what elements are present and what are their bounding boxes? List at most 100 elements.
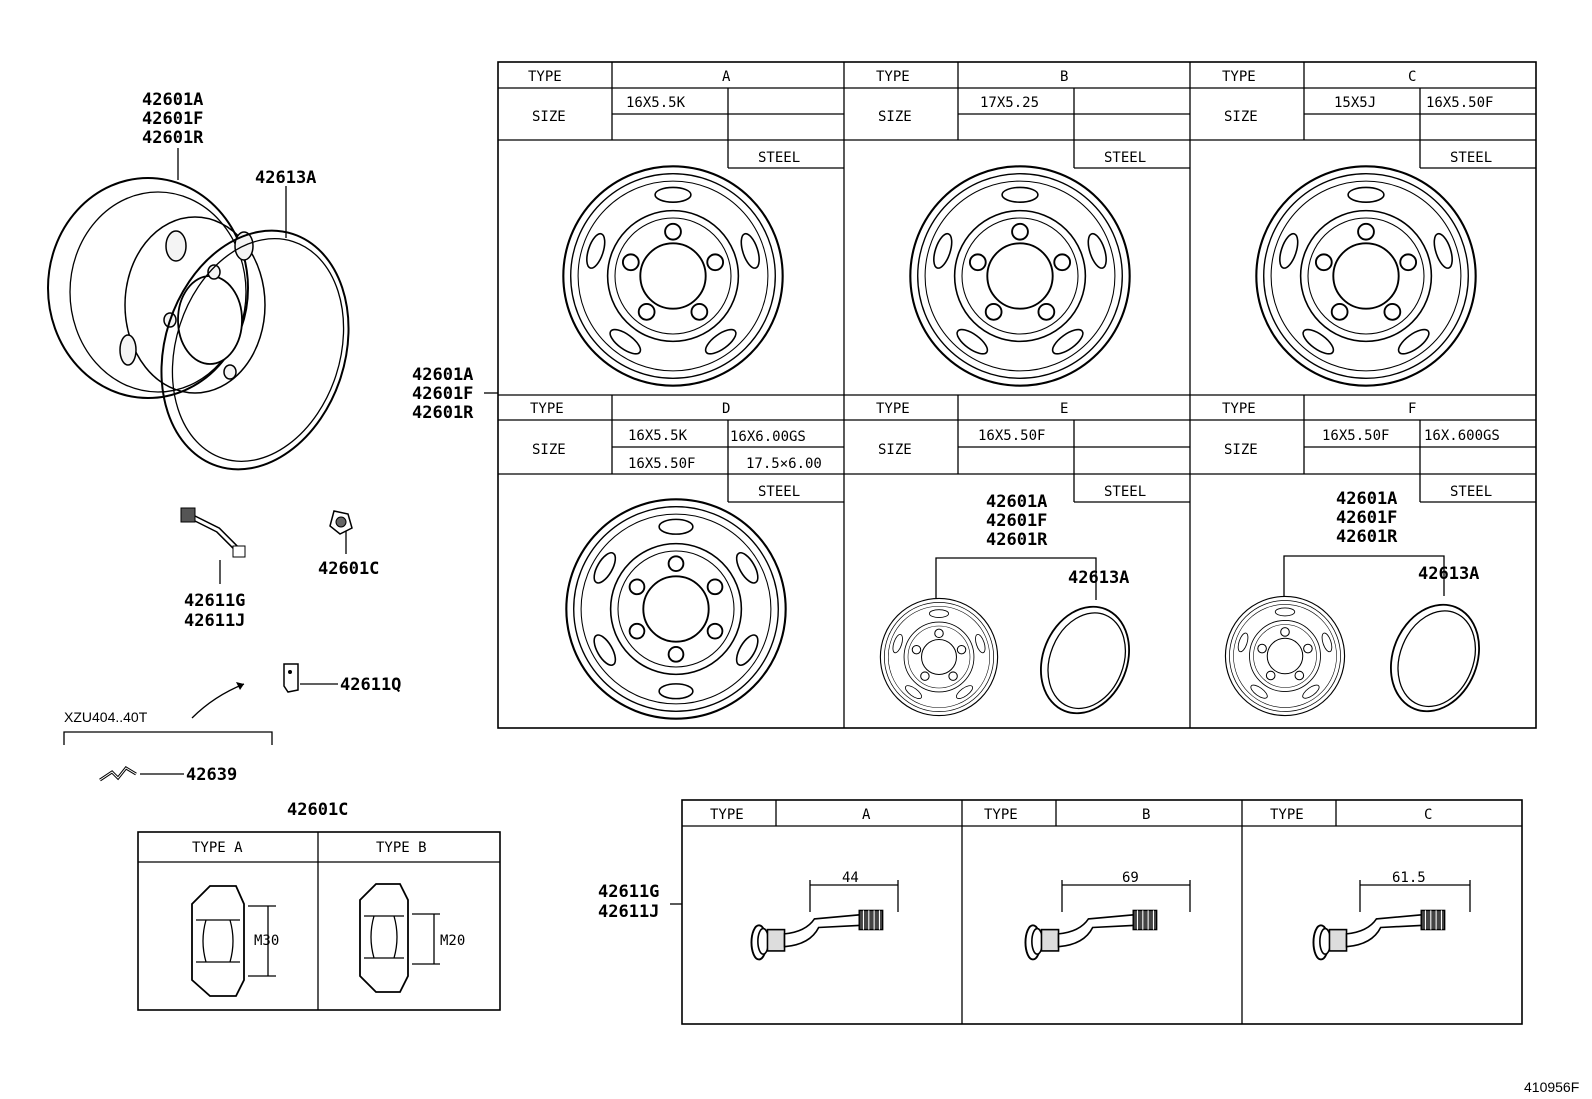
valve-table bbox=[681, 799, 1523, 1025]
model-range-label: XZU404..40T bbox=[64, 709, 148, 725]
wire-label: 42639 bbox=[186, 765, 237, 785]
type-e-type-header: TYPE bbox=[876, 401, 910, 417]
type-c-size-header: SIZE bbox=[1224, 109, 1258, 125]
type-e-letter: E bbox=[1060, 401, 1068, 417]
type-f-size-header: SIZE bbox=[1224, 442, 1258, 458]
clip-label: 42611Q bbox=[340, 675, 401, 695]
valve-type-a-icon bbox=[750, 909, 884, 961]
type-a-size-header: SIZE bbox=[532, 109, 566, 125]
rim-label-r: 42601R bbox=[142, 128, 204, 148]
type-d-type-header: TYPE bbox=[530, 401, 564, 417]
type-f-letter: F bbox=[1408, 401, 1416, 417]
valve-type-c-header: TYPE bbox=[1270, 807, 1304, 823]
type-d-size-4: 17.5×6.00 bbox=[746, 456, 822, 472]
wire-icon bbox=[99, 766, 137, 782]
type-e-label-ring: 42613A bbox=[1068, 568, 1129, 588]
rim-illustration bbox=[47, 177, 266, 399]
type-b-wheel-icon bbox=[909, 165, 1131, 387]
type-f-ring-icon bbox=[1380, 594, 1490, 722]
mid-label-r: 42601R bbox=[412, 403, 474, 423]
type-b-letter: B bbox=[1060, 69, 1068, 85]
type-d-wheel-icon bbox=[565, 498, 787, 720]
type-b-material: STEEL bbox=[1104, 150, 1146, 166]
type-a-size-1: 16X5.5K bbox=[626, 95, 686, 111]
rim-label-a: 42601A bbox=[142, 90, 203, 110]
valve-type-c-dimension: 61.5 bbox=[1392, 870, 1426, 886]
type-a-letter: A bbox=[722, 69, 731, 85]
type-f-label-f: 42601F bbox=[1336, 508, 1397, 528]
ring-label: 42613A bbox=[255, 168, 316, 188]
nut-type-a-icon bbox=[191, 885, 276, 997]
valve-type-b-letter: B bbox=[1142, 807, 1150, 823]
wheel-type-f: TYPE F SIZE 16X5.50F 16X.600GS STEEL 426… bbox=[1222, 395, 1536, 722]
type-e-size-1: 16X5.50F bbox=[978, 428, 1045, 444]
type-f-type-header: TYPE bbox=[1222, 401, 1256, 417]
clip-icon bbox=[283, 663, 299, 693]
valve-stem-icon bbox=[180, 507, 246, 558]
valve-type-a-header: TYPE bbox=[710, 807, 744, 823]
type-e-label-a: 42601A bbox=[986, 492, 1047, 512]
valve-table-label-g: 42611G bbox=[598, 882, 659, 902]
type-e-wheel-icon bbox=[879, 597, 999, 717]
valve-type-a-letter: A bbox=[862, 807, 871, 823]
type-d-material: STEEL bbox=[758, 484, 800, 500]
nut-type-b-icon bbox=[359, 883, 440, 993]
type-a-material: STEEL bbox=[758, 150, 800, 166]
type-f-label-r: 42601R bbox=[1336, 527, 1398, 547]
wheel-type-e: TYPE E SIZE 16X5.50F STEEL 42601A 42601F… bbox=[876, 395, 1190, 724]
type-a-wheel-icon bbox=[562, 165, 784, 387]
type-d-letter: D bbox=[722, 401, 730, 417]
valve-type-a: TYPE A 44 bbox=[710, 807, 899, 961]
type-d-size-3: 16X5.50F bbox=[628, 456, 695, 472]
valve-type-c-icon bbox=[1312, 909, 1446, 961]
type-f-size-1: 16X5.50F bbox=[1322, 428, 1389, 444]
wheel-type-c: TYPE C SIZE 15X5J 16X5.50F STEEL bbox=[1222, 62, 1536, 387]
wheel-type-b: TYPE B SIZE 17X5.25 STEEL bbox=[876, 62, 1190, 387]
valve-type-a-dimension: 44 bbox=[842, 870, 859, 886]
type-e-label-r: 42601R bbox=[986, 530, 1048, 550]
type-c-size-1: 15X5J bbox=[1334, 95, 1376, 111]
valve-table-label-j: 42611J bbox=[598, 902, 659, 922]
nut-type-a-label: TYPE A bbox=[192, 840, 243, 856]
valve-type-b-icon bbox=[1024, 909, 1158, 961]
valve-type-c: TYPE C 61.5 bbox=[1270, 807, 1471, 961]
wheel-type-a: TYPE A SIZE 16X5.5K STEEL bbox=[528, 62, 844, 387]
type-e-label-f: 42601F bbox=[986, 511, 1047, 531]
type-c-wheel-icon bbox=[1255, 165, 1477, 387]
type-e-size-header: SIZE bbox=[878, 442, 912, 458]
hub-nut-icon bbox=[329, 510, 353, 535]
type-c-size-2: 16X5.50F bbox=[1426, 95, 1493, 111]
valve-type-c-letter: C bbox=[1424, 807, 1432, 823]
type-f-wheel-icon bbox=[1224, 595, 1346, 717]
type-c-material: STEEL bbox=[1450, 150, 1492, 166]
wheel-type-table bbox=[497, 61, 1537, 729]
type-b-size-1: 17X5.25 bbox=[980, 95, 1039, 111]
nut-type-b-label: TYPE B bbox=[376, 840, 427, 856]
nut-table: TYPE A TYPE B M30 M20 bbox=[137, 831, 501, 1011]
wheel-type-d: TYPE D SIZE 16X5.5K 16X6.00GS 16X5.50F 1… bbox=[530, 395, 844, 720]
type-d-size-header: SIZE bbox=[532, 442, 566, 458]
nut-type-a-size: M30 bbox=[254, 933, 279, 949]
type-f-size-2: 16X.600GS bbox=[1424, 428, 1500, 444]
type-c-type-header: TYPE bbox=[1222, 69, 1256, 85]
nut-label: 42601C bbox=[318, 559, 379, 579]
valve-type-b-dimension: 69 bbox=[1122, 870, 1139, 886]
nut-type-b-size: M20 bbox=[440, 933, 465, 949]
type-b-size-header: SIZE bbox=[878, 109, 912, 125]
mid-label-a: 42601A bbox=[412, 365, 473, 385]
type-d-size-2: 16X6.00GS bbox=[730, 429, 806, 445]
nut-table-title: 42601C bbox=[287, 800, 348, 820]
valve-label-j: 42611J bbox=[184, 611, 245, 631]
valve-type-b-header: TYPE bbox=[984, 807, 1018, 823]
type-c-letter: C bbox=[1408, 69, 1416, 85]
type-f-label-ring: 42613A bbox=[1418, 564, 1479, 584]
mid-label-f: 42601F bbox=[412, 384, 473, 404]
type-e-ring-icon bbox=[1030, 596, 1140, 724]
valve-label-g: 42611G bbox=[184, 591, 245, 611]
left-leaders bbox=[63, 148, 347, 775]
valve-type-b: TYPE B 69 bbox=[984, 807, 1191, 961]
footer-code: 410956F bbox=[1524, 1079, 1579, 1095]
type-d-size-1: 16X5.5K bbox=[628, 428, 688, 444]
